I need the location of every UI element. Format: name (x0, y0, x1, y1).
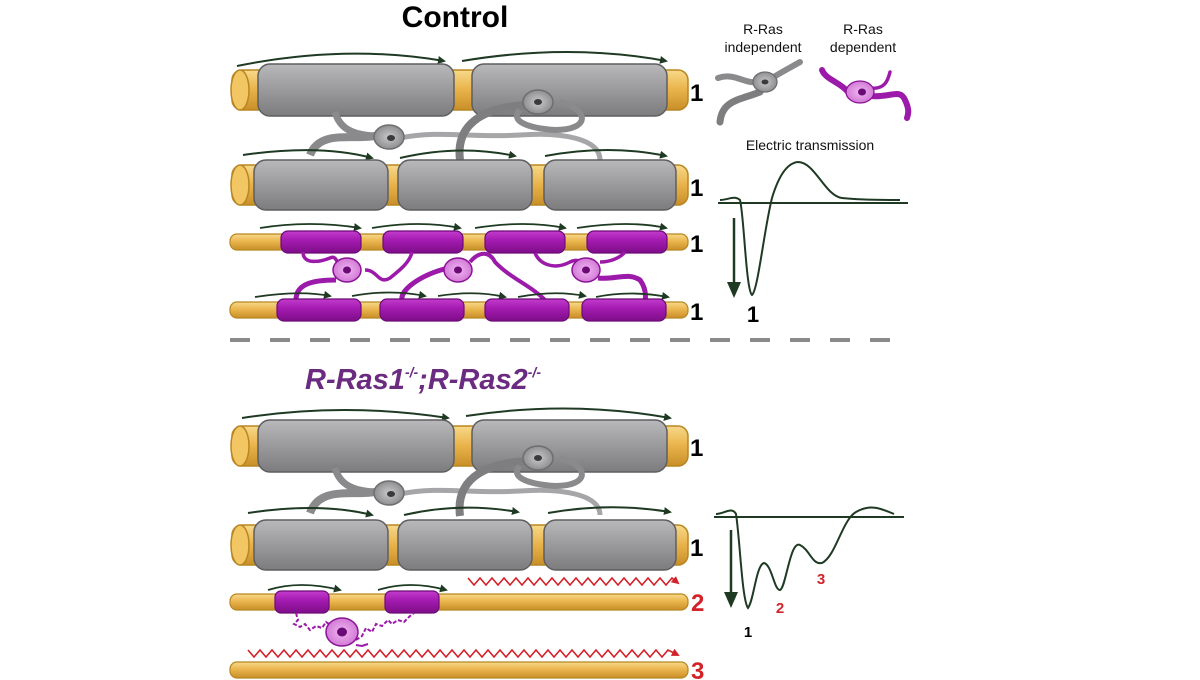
arrow-icon (247, 506, 672, 518)
arrow-icon (259, 222, 668, 232)
row-label: 1 (690, 435, 703, 462)
row-label: 1 (690, 535, 703, 562)
oligodendrocyte-purple-icon (819, 67, 912, 121)
knockout-row-3: 2 (229, 576, 704, 617)
myelin-sheath (379, 298, 465, 322)
arrow-icon (241, 407, 672, 422)
knockout-row-4: 3 (229, 648, 704, 680)
axon-end (230, 69, 250, 111)
peak-label: 1 (744, 624, 752, 641)
control-row-1: 1 (230, 51, 703, 117)
knockout-row-2: 1 (230, 506, 703, 571)
knockout-title-sup1: -/- (405, 364, 419, 380)
row-label: 1 (690, 80, 703, 107)
myelin-sheath (276, 298, 362, 322)
arrow-icon (242, 149, 668, 161)
knockout-row-1: 1 (230, 407, 703, 473)
arrow-icon (267, 584, 448, 593)
myelin-sheath (581, 298, 667, 322)
myelin-sheath (257, 419, 455, 473)
legend-independent-line2: independent (724, 39, 801, 55)
knockout-trace: 1 2 3 (714, 506, 904, 641)
myelin-sheath (484, 298, 570, 322)
knockout-title-separator: ; (418, 364, 428, 396)
knockout-title-sup2: -/- (528, 364, 542, 380)
control-row-2: 1 (230, 149, 703, 211)
legend-dependent-line2: dependent (830, 39, 896, 55)
myelin-sheath (384, 590, 440, 614)
arrow-down-head (724, 592, 738, 608)
trace-title: Electric transmission (746, 137, 874, 153)
arrow-down-head (727, 282, 741, 298)
control-trace: 1 (718, 160, 908, 327)
oligodendrocyte-purple (293, 250, 648, 303)
knockout-title-gene1: R-Ras1 (305, 364, 405, 396)
arrow-icon (236, 51, 668, 67)
axon-end (230, 425, 250, 467)
axon (229, 593, 689, 611)
row-label: 1 (690, 299, 703, 326)
myelin-sheath (586, 230, 668, 254)
knockout-title: R-Ras1-/-;R-Ras2-/- (305, 364, 541, 396)
trace-line (715, 506, 895, 610)
oligodendrocyte-gray (306, 445, 603, 517)
knockout-title-gene2: R-Ras2 (428, 364, 528, 396)
row-label: 3 (691, 658, 704, 680)
myelin-sheath (257, 63, 455, 117)
myelin-sheath (382, 230, 464, 254)
myelin-sheath (543, 159, 677, 211)
myelin-sheath (484, 230, 566, 254)
myelin-sheath (280, 230, 362, 254)
myelin-sheath (274, 590, 330, 614)
peak-label: 1 (747, 302, 759, 327)
row-label: 1 (690, 231, 703, 258)
trace-line (719, 160, 901, 297)
myelin-sheath (543, 519, 677, 571)
peak-label: 2 (776, 600, 784, 617)
control-title: Control (402, 1, 509, 34)
row-label: 2 (691, 590, 704, 617)
myelin-sheath (397, 159, 533, 211)
axon-end (230, 524, 250, 566)
oligodendrocyte-gray-icon (715, 59, 803, 126)
arrow-icon (254, 290, 670, 300)
legend-independent-line1: R-Ras (743, 21, 783, 37)
myelin-sheath (253, 519, 389, 571)
row-label: 1 (690, 175, 703, 202)
axon-end (230, 164, 250, 206)
myelin-sheath (397, 519, 533, 571)
axon (229, 661, 689, 679)
zigzag-conduction-icon (247, 648, 680, 659)
legend-dependent-line1: R-Ras (843, 21, 883, 37)
myelin-sheath (253, 159, 389, 211)
control-row-3: 1 (229, 222, 703, 258)
zigzag-conduction-icon (467, 576, 680, 587)
oligodendrocyte-gray (306, 89, 603, 161)
control-row-4: 1 (229, 290, 703, 326)
oligodendrocyte-purple-impaired (292, 612, 415, 648)
legend: R-Ras independent R-Ras dependent Electr… (715, 21, 912, 153)
peak-label: 3 (817, 571, 825, 588)
